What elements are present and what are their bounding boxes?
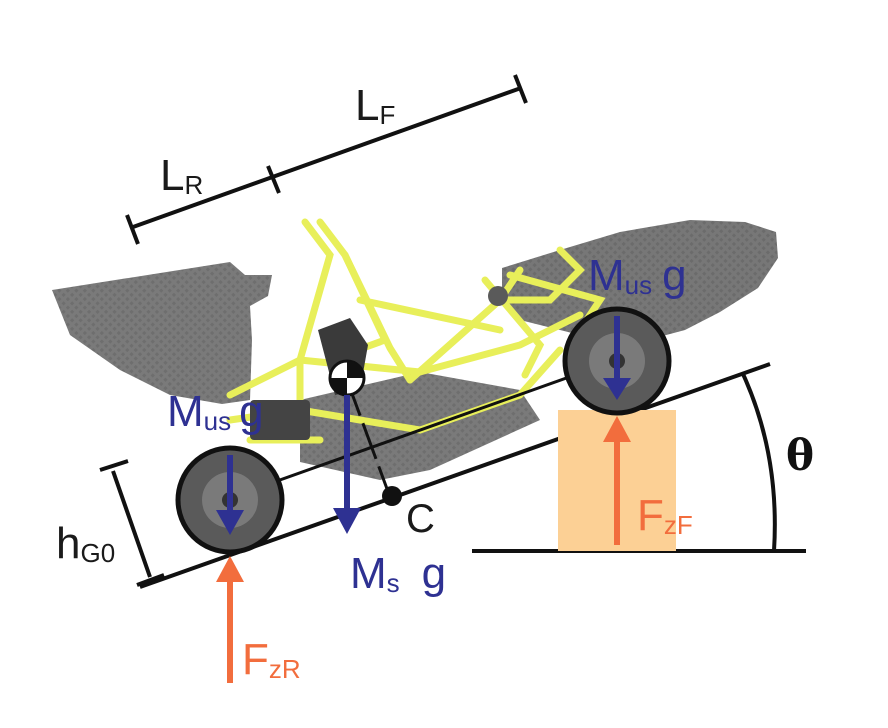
cg-height-dimension (99, 459, 165, 587)
sprung-weight-arrowhead (333, 508, 361, 534)
theta-label: θ (786, 431, 814, 480)
front-normal-force-arrowhead (603, 416, 631, 442)
wheelbase-line (231, 358, 618, 499)
point-c-dot (382, 486, 402, 506)
rear-normal-force-label: FzR (242, 635, 301, 684)
hg0-label: hG0 (56, 519, 115, 568)
nose-cone (502, 220, 778, 342)
point-c-label: C (406, 497, 435, 541)
cg-perpendicular-line (345, 379, 392, 498)
front-normal-force-label: FzF (637, 491, 693, 540)
engine-block (250, 400, 310, 440)
front-unsprung-arrowhead (603, 378, 631, 400)
rear-normal-force-arrowhead (216, 556, 244, 582)
wheelbase-dimension (125, 74, 528, 245)
theta-angle-arc (741, 373, 777, 552)
center-of-gravity-icon (328, 359, 366, 397)
lf-label: LF (355, 81, 395, 130)
lr-label: LR (160, 151, 203, 200)
rear-wing (52, 262, 272, 404)
steering-wheel (488, 286, 508, 306)
rear-unsprung-arrowhead (216, 510, 244, 535)
